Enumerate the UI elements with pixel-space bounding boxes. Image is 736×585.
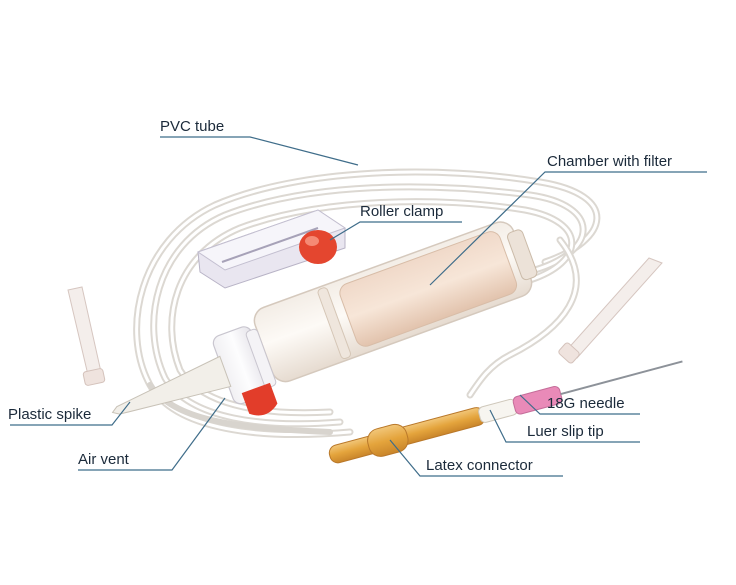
leader-air-vent [78, 397, 226, 471]
roller-clamp-groove [221, 227, 319, 263]
chamber-filter [339, 231, 518, 347]
leader-latex-connector [389, 439, 563, 477]
roller-clamp-top-face [196, 209, 347, 271]
leader-roller-clamp [329, 221, 462, 241]
chamber-end-cap [507, 229, 538, 281]
needle-connector-assembly [328, 360, 683, 464]
chamber-ring [317, 287, 351, 360]
label-air-vent: Air vent [78, 451, 130, 468]
label-roller-clamp: Roller clamp [360, 203, 443, 220]
needle-cover-left [67, 286, 106, 386]
tube-loop-middle-highlight [152, 185, 585, 426]
label-plastic-spike: Plastic spike [8, 406, 91, 423]
leader-plastic-spike [10, 401, 131, 426]
pvc-tube [133, 168, 601, 438]
label-luer-slip-tip: Luer slip tip [527, 423, 604, 440]
label-chamber-with-filter: Chamber with filter [547, 153, 672, 170]
drip-chamber [253, 221, 538, 383]
roller-wheel-highlight [305, 236, 319, 246]
latex-connector-bulge [367, 423, 409, 457]
leader-luer-slip-tip [489, 409, 640, 443]
label-pvc-tube: PVC tube [160, 118, 224, 135]
roller-wheel [299, 230, 337, 264]
roller-clamp [196, 209, 347, 289]
leader-pvc-tube [160, 136, 359, 166]
tube-loop-inner-highlight [170, 200, 574, 415]
spike-shaft [111, 355, 232, 415]
needle-cover-right [558, 257, 663, 364]
leader-18g-needle [519, 394, 640, 415]
tube-right-lower-highlight [468, 238, 578, 397]
plastic-spike-assembly [111, 326, 278, 416]
needle-shaft [560, 360, 683, 396]
labels: PVC tube Chamber with filter Roller clam… [8, 118, 672, 474]
air-vent-cap [241, 382, 278, 416]
label-18g-needle: 18G needle [547, 395, 625, 412]
leader-lines [10, 136, 707, 477]
label-latex-connector: Latex connector [426, 457, 533, 474]
leader-chamber-with-filter [429, 171, 707, 286]
tube-loop-outer-highlight [135, 170, 599, 436]
luer-slip-tip [478, 398, 518, 423]
